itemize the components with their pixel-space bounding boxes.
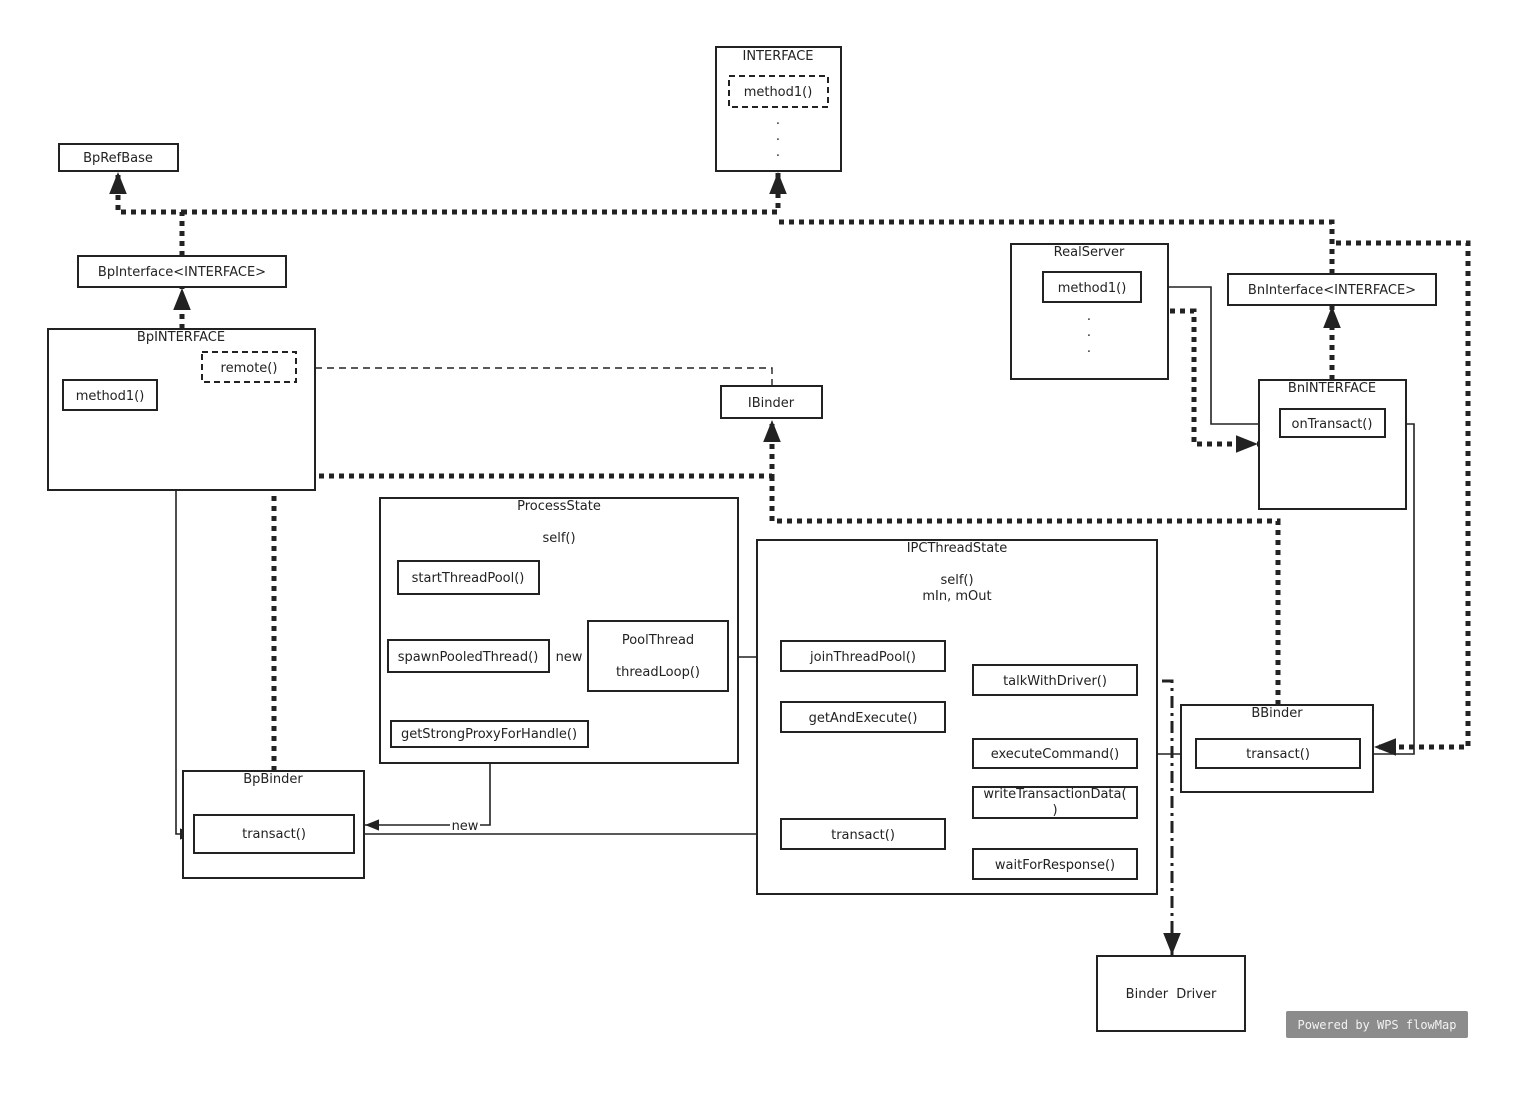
bpinterface-template-node: BpInterface<INTERFACE> xyxy=(77,255,287,288)
ipcthreadstate-self: self() xyxy=(940,573,973,588)
realserver-ellipsis-1: . xyxy=(1087,309,1091,324)
edge-label-new-bpbinder: new xyxy=(452,819,479,834)
realserver-ellipsis-2: . xyxy=(1087,325,1091,340)
edge-bpinterface-to-bprefbase xyxy=(109,172,185,256)
processstate-spawnpooledthread: spawnPooledThread() xyxy=(398,650,539,665)
bpinterface-template-title: BpInterface<INTERFACE> xyxy=(98,265,266,280)
wps-watermark: Powered by WPS flowMap xyxy=(1286,1011,1468,1038)
bpinterface-title: BpINTERFACE xyxy=(137,330,225,345)
ipcthreadstate-transact: transact() xyxy=(831,828,895,843)
binderdriver-title: Binder Driver xyxy=(1126,987,1217,1002)
bninterface-template-title: BnInterface<INTERFACE> xyxy=(1248,283,1416,298)
processstate-title: ProcessState xyxy=(517,499,601,514)
interface-title: INTERFACE xyxy=(743,49,814,64)
watermark-text: Powered by WPS flowMap xyxy=(1298,1018,1457,1032)
ipcthreadstate-getandexecute: getAndExecute() xyxy=(809,711,918,726)
realserver-node: RealServer method1() . . . xyxy=(1010,243,1169,380)
edge-bpbinder-to-ibinder xyxy=(271,420,781,771)
ipcthreadstate-fields: mIn, mOut xyxy=(922,589,991,604)
bpbinder-node: BpBinder transact() xyxy=(182,770,365,879)
ipcthreadstate-node: IPCThreadState self() mIn, mOut joinThre… xyxy=(756,539,1158,895)
ipcthreadstate-writetransactiondata-line1: writeTransactionData( xyxy=(983,787,1126,802)
edge-bninterface-to-bbinder xyxy=(1336,240,1471,756)
interface-method1: method1() xyxy=(744,85,813,100)
ipcthreadstate-waitforresponse: waitForResponse() xyxy=(995,858,1115,873)
binderdriver-node: Binder Driver xyxy=(1096,955,1246,1032)
interface-ellipsis-3: . xyxy=(776,145,780,160)
bbinder-transact: transact() xyxy=(1246,747,1310,762)
edge-bninterface-to-interface xyxy=(778,219,1335,274)
bbinder-node: BBinder transact() xyxy=(1180,704,1374,793)
bprefbase-node: BpRefBase xyxy=(58,143,179,172)
ipcthreadstate-title: IPCThreadState xyxy=(907,541,1008,556)
ipcthreadstate-executecommand: executeCommand() xyxy=(991,747,1120,762)
bpinterface-method1: method1() xyxy=(76,389,145,404)
ipcthreadstate-talkwithdriver: talkWithDriver() xyxy=(1003,674,1107,689)
edge-ibinder-to-remote xyxy=(298,362,773,386)
processstate-self: self() xyxy=(542,531,575,546)
edge-label-new-poolthread: new xyxy=(556,650,583,665)
processstate-poolthread: PoolThread xyxy=(622,633,694,648)
bninterface-ontransact: onTransact() xyxy=(1292,417,1373,432)
realserver-title: RealServer xyxy=(1054,245,1125,260)
bpbinder-title: BpBinder xyxy=(243,772,303,787)
realserver-ellipsis-3: . xyxy=(1087,341,1091,356)
edge-realserver-to-bninterface xyxy=(1170,308,1258,453)
ipcthreadstate-jointhreadpool: joinThreadPool() xyxy=(809,650,916,665)
ipcthreadstate-writetransactiondata-line2: ) xyxy=(1052,803,1057,818)
bpinterface-node: BpINTERFACE method1() remote() xyxy=(47,328,316,491)
edge-ontransact-to-realserver-method1 xyxy=(1143,281,1280,425)
ibinder-node: IBinder xyxy=(720,385,823,419)
edge-bbinder-to-ibinder xyxy=(769,476,1281,705)
bninterface-node: BnINTERFACE onTransact() xyxy=(1258,379,1407,510)
bninterface-template-node: BnInterface<INTERFACE> xyxy=(1227,273,1437,306)
bpinterface-remote: remote() xyxy=(221,361,278,376)
processstate-node: ProcessState self() startThreadPool() sp… xyxy=(379,497,739,764)
bbinder-title: BBinder xyxy=(1251,706,1303,721)
edge-bpinterface-to-interface xyxy=(182,172,787,215)
interface-node: INTERFACE method1() . . . xyxy=(715,46,842,172)
interface-ellipsis-2: . xyxy=(776,129,780,144)
bpbinder-transact: transact() xyxy=(242,827,306,842)
edge-getstrongproxy-to-bpbinder xyxy=(365,748,491,831)
processstate-startthreadpool: startThreadPool() xyxy=(412,571,525,586)
bninterface-title: BnINTERFACE xyxy=(1288,381,1376,396)
ibinder-title: IBinder xyxy=(748,396,795,411)
bprefbase-title: BpRefBase xyxy=(83,151,153,166)
realserver-method1: method1() xyxy=(1058,281,1127,296)
processstate-getstrongproxy: getStrongProxyForHandle() xyxy=(401,727,577,742)
interface-ellipsis-1: . xyxy=(776,113,780,128)
processstate-threadloop: threadLoop() xyxy=(616,665,700,680)
